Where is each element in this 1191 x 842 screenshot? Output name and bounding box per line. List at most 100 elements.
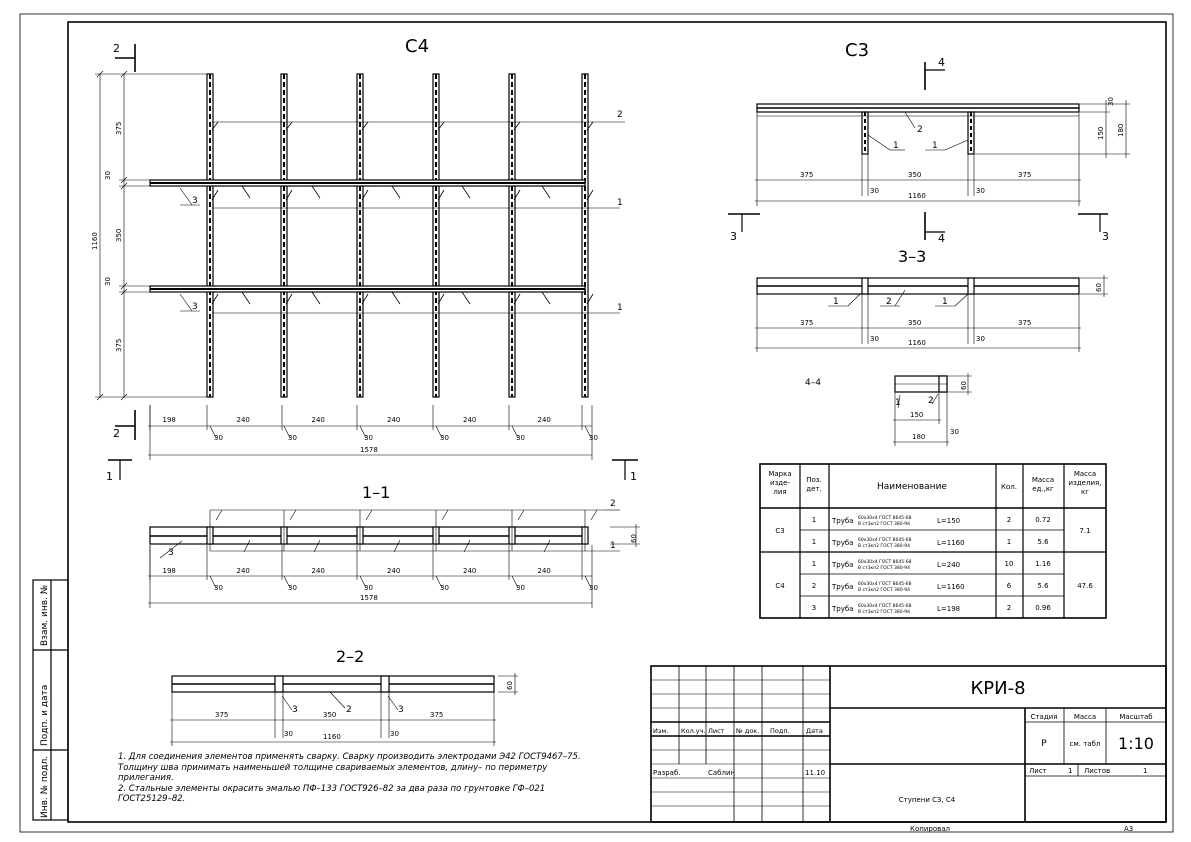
spec-row-qty: 2: [1007, 604, 1011, 612]
spec-row-std-bottom: В ст3кп2 ГОСТ 380-94: [858, 609, 910, 615]
spec-row-prefix: Труба: [831, 583, 853, 591]
c3-pos-1-right: 1: [932, 141, 938, 151]
s44-dim-180: 180: [912, 433, 925, 441]
tb-scale: 1:10: [1118, 734, 1154, 753]
spec-row-std-top: 60х30х4 ГОСТ 8645-68: [858, 537, 912, 543]
c3-dim-375-left: 375: [800, 171, 813, 179]
side-stamp: [32, 579, 69, 821]
c3-pos-1-left: 1: [893, 141, 899, 151]
c4-pos-1-top: 1: [617, 198, 623, 208]
spec-row-pos: 3: [812, 604, 816, 612]
s11-dim-1: 240: [237, 567, 250, 575]
c4-vdim-350: 350: [115, 229, 123, 242]
spec-header-pos: Поз.дет.: [806, 476, 822, 493]
spec-row-pos: 2: [812, 582, 816, 590]
c4-hdim-total: 1578: [360, 446, 378, 454]
spec-row-length: L=198: [937, 605, 960, 613]
s44-height: 60: [960, 381, 968, 390]
s11-total: 1578: [360, 594, 378, 602]
c4-hdim-0: 198: [163, 416, 176, 424]
c3-section-4-bottom: 4: [938, 232, 945, 245]
s22-dim-375-left: 375: [215, 711, 228, 719]
c4-hdim-5: 240: [538, 416, 551, 424]
s11-dim-4: 240: [463, 567, 476, 575]
spec-header-qty: Кол.: [1001, 483, 1017, 491]
s22-height: 60: [506, 681, 514, 690]
spec-mark-c3: С3: [775, 527, 784, 535]
tb-mass: см. табл: [1070, 740, 1101, 748]
spec-total-c4: 47.6: [1077, 582, 1093, 590]
title-block: [650, 665, 1167, 823]
c4-pos-3-top: 3: [192, 196, 198, 206]
s22-dim-375-right: 375: [430, 711, 443, 719]
s11-pos-1: 1: [610, 541, 616, 551]
section-4-4: 4–4 1 2 150 180 30 60: [805, 373, 972, 446]
c3-dim-375-right: 375: [1018, 171, 1031, 179]
c4-pos-2: 2: [617, 110, 623, 120]
side-stamp-sign: Подп. и дата: [40, 685, 50, 746]
spec-row-qty: 2: [1007, 516, 1011, 524]
s33-pos-1-right: 1: [942, 297, 948, 307]
s33-height: 60: [1095, 283, 1103, 292]
side-stamp-replace: Взам. инв. №: [40, 585, 50, 646]
c3-rdim-180: 180: [1117, 124, 1125, 137]
spec-row-std-bottom: В ст3кп2 ГОСТ 380-94: [858, 587, 910, 593]
s11-joint-4: 30: [516, 584, 525, 592]
c4-hdim-3: 240: [387, 416, 400, 424]
c3-pos-2: 2: [917, 125, 923, 135]
spec-row-qty: 1: [1007, 538, 1011, 546]
view-c4: С4 2 2 1 1 2 1 1 3 3: [91, 36, 638, 483]
c4-joint-1: 30: [288, 434, 297, 442]
s44-title: 4–4: [805, 378, 821, 388]
tb-col-header: Дата: [806, 727, 823, 735]
tb-author: Саблин: [708, 769, 735, 777]
spec-row-pos: 1: [812, 560, 816, 568]
tb-sheet-label: Лист: [1029, 767, 1047, 775]
s33-pos-2: 2: [886, 297, 892, 307]
tb-sheet: 1: [1068, 767, 1072, 775]
spec-row-mass: 1.16: [1035, 560, 1051, 568]
tb-col-header: Подп.: [770, 727, 790, 735]
tb-sheets-label: Листов: [1084, 767, 1110, 775]
c4-vdim-375-top: 375: [115, 122, 123, 135]
s22-joint-right: 30: [390, 730, 399, 738]
s33-pos-1-left: 1: [833, 297, 839, 307]
c4-vdim-total: 1160: [91, 232, 99, 250]
spec-row-length: L=1160: [937, 539, 965, 547]
note-line: 2. Стальные элементы окрасить эмалью ПФ–…: [118, 783, 546, 794]
c4-hdim-4: 240: [463, 416, 476, 424]
tb-sheets: 1: [1143, 767, 1147, 775]
c4-vdim-30-bottom: 30: [104, 277, 112, 286]
s11-dim-2: 240: [312, 567, 325, 575]
s11-dim-3: 240: [387, 567, 400, 575]
tb-col-header: Лист: [708, 727, 725, 735]
general-notes: 1. Для соединения элементов применять св…: [118, 752, 598, 805]
spec-row-prefix: Труба: [831, 561, 853, 569]
spec-row-std-top: 60х30х4 ГОСТ 8645-68: [858, 515, 912, 521]
tb-stage: Р: [1041, 739, 1047, 749]
c3-title: С3: [845, 40, 869, 61]
tb-col-header: Кол.уч.: [681, 727, 706, 735]
spec-row-pos: 1: [812, 538, 816, 546]
s33-dim-350: 350: [908, 319, 921, 327]
spec-row-std-top: 60х30х4 ГОСТ 8645-68: [858, 581, 912, 587]
s11-joint-3: 30: [440, 584, 449, 592]
tb-scale-label: Масштаб: [1119, 713, 1152, 721]
c3-rdim-30: 30: [1107, 97, 1115, 106]
note-line: 1. Для соединения элементов применять св…: [118, 752, 581, 762]
spec-row-mass: 5.6: [1037, 538, 1049, 546]
c3-joint-right: 30: [976, 187, 985, 195]
spec-row-length: L=150: [937, 517, 960, 525]
c3-section-3-right: 3: [1102, 230, 1109, 243]
s22-total: 1160: [323, 733, 341, 741]
tb-name: Ступени С3, С4: [899, 796, 956, 804]
spec-row-std-top: 60х30х4 ГОСТ 8645-68: [858, 559, 912, 565]
s44-dim-150: 150: [910, 411, 923, 419]
s33-joint-right: 30: [976, 335, 985, 343]
spec-row-qty: 10: [1005, 560, 1014, 568]
spec-row-length: L=1160: [937, 583, 965, 591]
c4-hdim-2: 240: [312, 416, 325, 424]
s22-joint-left: 30: [284, 730, 293, 738]
